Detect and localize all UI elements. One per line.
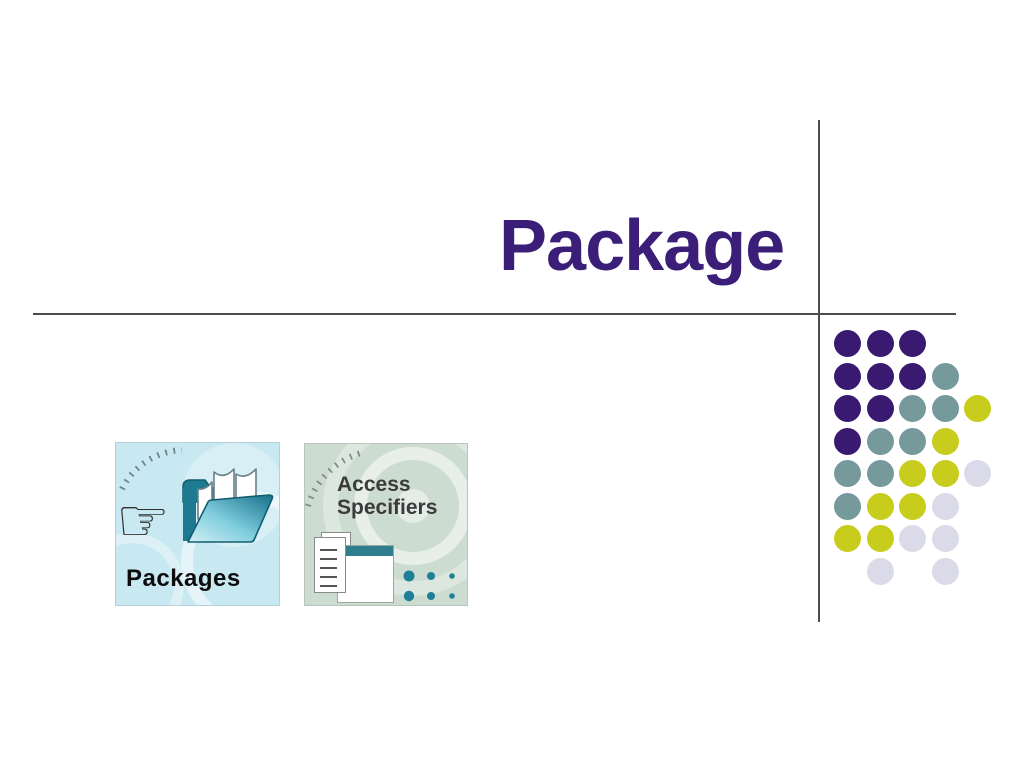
ornament-dot: [899, 460, 926, 487]
ornament-dot: [866, 395, 894, 422]
ornament-dot: [931, 362, 959, 390]
ornament-dot: [931, 525, 959, 552]
ornament-dot: [931, 557, 959, 585]
ornament-dot: [866, 362, 894, 390]
pointing-hand-icon: ☞: [116, 486, 170, 556]
window-icon: [337, 545, 394, 603]
ornament-dot: [834, 362, 861, 390]
ornament-dot: [931, 427, 959, 455]
ornament-dot: [866, 557, 894, 585]
ornament-dot: [964, 460, 991, 487]
ornament-dot: [899, 525, 926, 552]
ornament-dot: [866, 330, 894, 357]
ornament-dot: [964, 395, 991, 422]
thumbnail-label: Access Specifiers: [337, 473, 438, 519]
ornament-dot: [931, 492, 959, 520]
ornament-dot: [899, 427, 926, 455]
thumbnail-label: Packages: [126, 565, 241, 592]
ornament-dot: [866, 427, 894, 455]
ornament-dot: [931, 395, 959, 422]
packages-thumbnail[interactable]: ☞ Packages: [115, 442, 280, 606]
vertical-divider: [818, 120, 820, 622]
title-underline: [33, 313, 956, 315]
ornament-dot: [866, 525, 894, 552]
dash-arc-icon: [305, 449, 366, 507]
dash-arc-icon: [119, 447, 183, 491]
ornament-dot: [931, 460, 959, 487]
document-icon: [314, 537, 346, 593]
ornament-dot: [834, 395, 861, 422]
slide-title: Package: [499, 206, 785, 286]
ornament-dot: [834, 427, 861, 455]
ornament-dot: [866, 492, 894, 520]
ornament-dot: [899, 492, 926, 520]
ornament-dot: [834, 330, 861, 357]
ring-ornament: [396, 489, 430, 523]
ornament-dot: [899, 362, 926, 390]
teal-dots-icon: [403, 570, 455, 602]
ornament-dot: [899, 330, 926, 357]
ring-ornament: [116, 533, 184, 605]
ornament-dot: [834, 525, 861, 552]
ornament-dot: [834, 492, 861, 520]
ornament-dot: [834, 460, 861, 487]
ornament-dot: [899, 395, 926, 422]
open-folder-icon: [182, 468, 274, 543]
ornament-dot: [866, 460, 894, 487]
access-specifiers-thumbnail[interactable]: Access Specifiers: [304, 443, 468, 606]
dots-ornament: [834, 330, 1014, 600]
